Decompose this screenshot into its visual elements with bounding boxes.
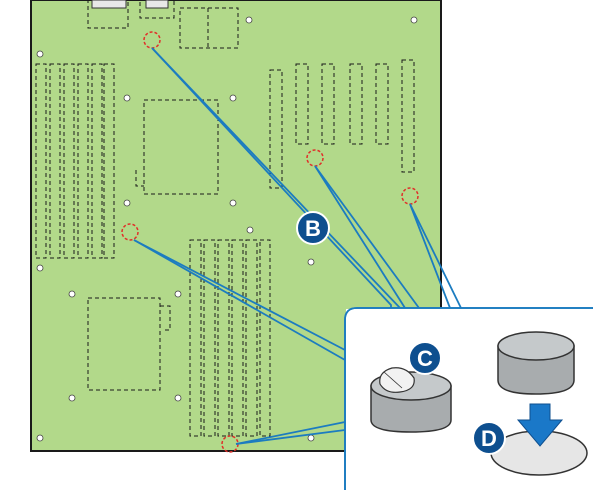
mounting-hole [36, 434, 44, 442]
mounting-hole [68, 290, 76, 298]
leader-line [409, 203, 451, 309]
callout-badge-d: D [472, 421, 506, 455]
leader-line [151, 47, 402, 310]
mounting-hole [68, 394, 76, 402]
dimm-slot-bank-left [35, 63, 115, 259]
svg-text:B: B [305, 216, 321, 241]
mounting-hole [174, 290, 182, 298]
standoff-spacer-icon [370, 367, 452, 433]
leader-line [133, 239, 346, 351]
rear-io-ports [91, 0, 169, 9]
mounting-hole [123, 94, 131, 102]
mounting-hole [229, 199, 237, 207]
mounting-hole [229, 94, 237, 102]
mounting-hole [246, 226, 254, 234]
highlight-circle [121, 223, 139, 241]
down-arrow-icon [516, 403, 564, 447]
leader-line [314, 165, 406, 309]
cpu-socket-upper [135, 99, 219, 195]
mounting-hole [36, 50, 44, 58]
standoff-spacer-icon [497, 331, 575, 395]
leader-line [235, 421, 346, 445]
leader-line [314, 165, 420, 309]
svg-text:C: C [417, 346, 433, 371]
mounting-holes [36, 16, 418, 442]
leader-line [133, 239, 346, 361]
expansion-slots [269, 59, 415, 189]
mounting-hole [307, 258, 315, 266]
mounting-hole [36, 264, 44, 272]
leader-line [409, 203, 462, 309]
mounting-hole [307, 434, 315, 442]
mounting-hole [245, 16, 253, 24]
callout-badge-b: B [296, 211, 330, 245]
mounting-hole [174, 394, 182, 402]
svg-text:D: D [481, 426, 497, 451]
cpu-socket-lower [87, 297, 171, 391]
rear-io-connectors [87, 0, 239, 49]
leader-line [151, 47, 392, 308]
leader-line [235, 429, 346, 445]
mounting-hole [410, 16, 418, 24]
callout-badge-c: C [408, 341, 442, 375]
mounting-hole [123, 199, 131, 207]
leader-lines [133, 47, 462, 445]
dimm-slot-bank-lower [189, 239, 271, 437]
